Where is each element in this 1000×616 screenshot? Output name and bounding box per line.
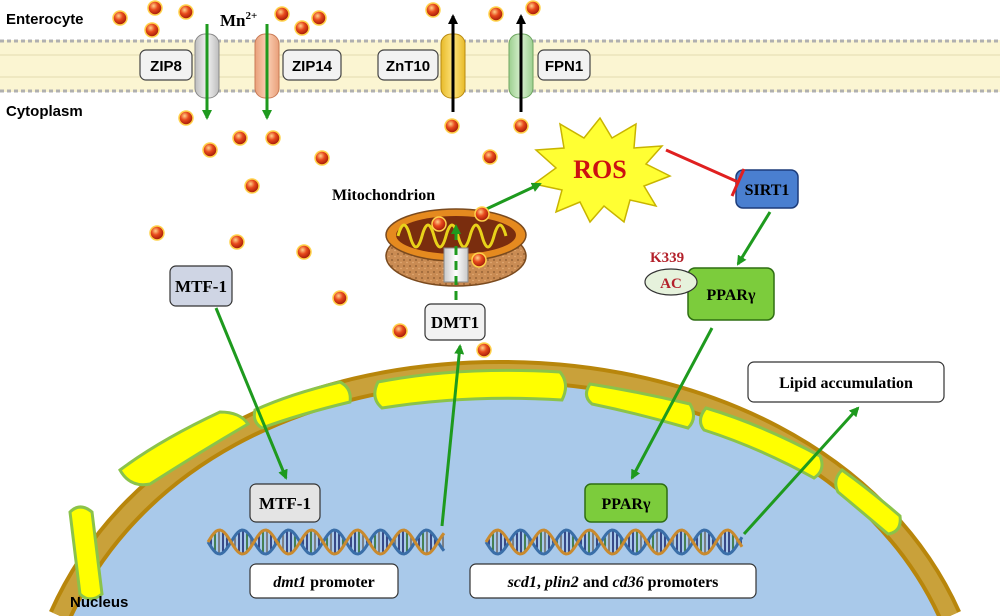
label-znt10: ZnT10 bbox=[377, 49, 439, 81]
mtf1-cyto-label: MTF-1 bbox=[175, 277, 227, 296]
label-mn-charge: 2+ bbox=[246, 10, 258, 22]
mn-ion bbox=[513, 118, 529, 134]
mn-ion bbox=[444, 118, 460, 134]
mn-ion bbox=[525, 0, 541, 16]
dna-strand bbox=[484, 528, 744, 556]
promoter-dmt1-label: dmt1 promoter bbox=[273, 574, 374, 591]
mn-ion bbox=[431, 216, 447, 232]
gene-dmt1: dmt1 bbox=[273, 574, 306, 591]
ros-burst: ROS bbox=[532, 116, 672, 224]
mn-ion bbox=[202, 142, 218, 158]
promoter-lipid-label: scd1, plin2 and cd36 promoters bbox=[507, 574, 719, 591]
mn-ion bbox=[311, 10, 327, 26]
mn-ion bbox=[425, 2, 441, 18]
gene-plin2: plin2 bbox=[543, 574, 579, 591]
mn-ion bbox=[265, 130, 281, 146]
dna-strand bbox=[484, 528, 744, 556]
arrow-sirt1-to-ppar bbox=[736, 211, 772, 266]
dna-helix-dmt1 bbox=[206, 528, 446, 556]
mn-ion bbox=[488, 6, 504, 22]
label-ac: AC bbox=[660, 276, 682, 292]
mtf1-nuc-box: MTF-1 bbox=[249, 483, 321, 523]
label-nucleus: Nucleus bbox=[70, 594, 128, 611]
mn-ion bbox=[392, 323, 408, 339]
mn-ion bbox=[232, 130, 248, 146]
mn-ion bbox=[296, 244, 312, 260]
mn-ion bbox=[112, 10, 128, 26]
arrow-dmt1-gene-to-protein bbox=[440, 344, 465, 527]
mn-ion bbox=[149, 225, 165, 241]
arrow-mito-to-ros bbox=[479, 182, 542, 214]
label-zip8-text: ZIP8 bbox=[150, 58, 182, 75]
label-mitochondrion: Mitochondrion bbox=[332, 187, 435, 204]
label-znt10-text: ZnT10 bbox=[386, 58, 430, 75]
label-enterocyte: Enterocyte bbox=[6, 11, 84, 28]
sep-comma: , bbox=[537, 574, 545, 591]
mn-ion bbox=[229, 234, 245, 250]
dmt1-label: DMT1 bbox=[431, 313, 479, 332]
promoter-dmt1-suffix: promoter bbox=[306, 574, 375, 591]
gene-cd36: cd36 bbox=[613, 574, 644, 591]
sirt1-label: SIRT1 bbox=[745, 182, 790, 199]
arrow-ppar-to-nucleus bbox=[630, 327, 714, 480]
mn-ion bbox=[294, 20, 310, 36]
mn-ion bbox=[178, 4, 194, 20]
label-fpn1-text: FPN1 bbox=[545, 58, 583, 75]
acetylation-mark: K339 AC bbox=[644, 250, 698, 296]
mn-ion bbox=[332, 290, 348, 306]
mn-ions bbox=[112, 0, 541, 358]
inhibit-ros-sirt1 bbox=[665, 148, 746, 197]
ppar-cyto-label: PPARγ bbox=[707, 287, 756, 304]
mn-ion bbox=[274, 6, 290, 22]
mn-ion bbox=[471, 252, 487, 268]
mn-ion bbox=[314, 150, 330, 166]
label-zip14: ZIP14 bbox=[282, 49, 342, 81]
mn-ion bbox=[476, 342, 492, 358]
mn-ion bbox=[147, 0, 163, 16]
label-mn-base: Mn bbox=[220, 11, 246, 30]
mtf1-cyto-box: MTF-1 bbox=[169, 265, 233, 307]
dna-helix-lipid-genes bbox=[484, 528, 744, 556]
sep-and: and bbox=[579, 574, 613, 591]
label-cytoplasm: Cytoplasm bbox=[6, 103, 83, 120]
arrow-mtf1-to-nucleus bbox=[214, 307, 288, 480]
label-k339: K339 bbox=[650, 250, 684, 266]
mn-ion bbox=[144, 22, 160, 38]
dna-strand bbox=[206, 528, 446, 556]
lipid-accumulation-box: Lipid accumulation bbox=[747, 361, 945, 403]
label-fpn1: FPN1 bbox=[537, 49, 591, 81]
dna-strand bbox=[206, 528, 446, 556]
mn-ion bbox=[244, 178, 260, 194]
mtf1-nuc-label: MTF-1 bbox=[259, 494, 311, 513]
promoter-dmt1-box: dmt1 promoter bbox=[249, 563, 399, 599]
nuclear-pores bbox=[68, 368, 902, 601]
mn-ion bbox=[178, 110, 194, 126]
lipid-accumulation-label: Lipid accumulation bbox=[779, 375, 913, 392]
dmt1-box: DMT1 bbox=[424, 303, 486, 341]
sirt1-box: SIRT1 bbox=[735, 169, 799, 209]
ppar-nuc-label: PPARγ bbox=[602, 496, 651, 513]
promoter-lipid-suffix: promoters bbox=[644, 574, 719, 591]
label-ros: ROS bbox=[573, 155, 626, 184]
promoter-lipid-box: scd1, plin2 and cd36 promoters bbox=[469, 563, 757, 599]
label-zip8: ZIP8 bbox=[139, 49, 193, 81]
gene-scd1: scd1 bbox=[507, 574, 537, 591]
ppar-cyto-box: PPARγ bbox=[687, 267, 775, 321]
mn-ion bbox=[474, 206, 490, 222]
label-zip14-text: ZIP14 bbox=[292, 58, 333, 75]
ppar-nuc-box: PPARγ bbox=[584, 483, 668, 523]
mn-ion bbox=[482, 149, 498, 165]
label-mn: Mn2+ bbox=[220, 10, 257, 30]
arrow-genes-to-lipid bbox=[742, 406, 860, 536]
